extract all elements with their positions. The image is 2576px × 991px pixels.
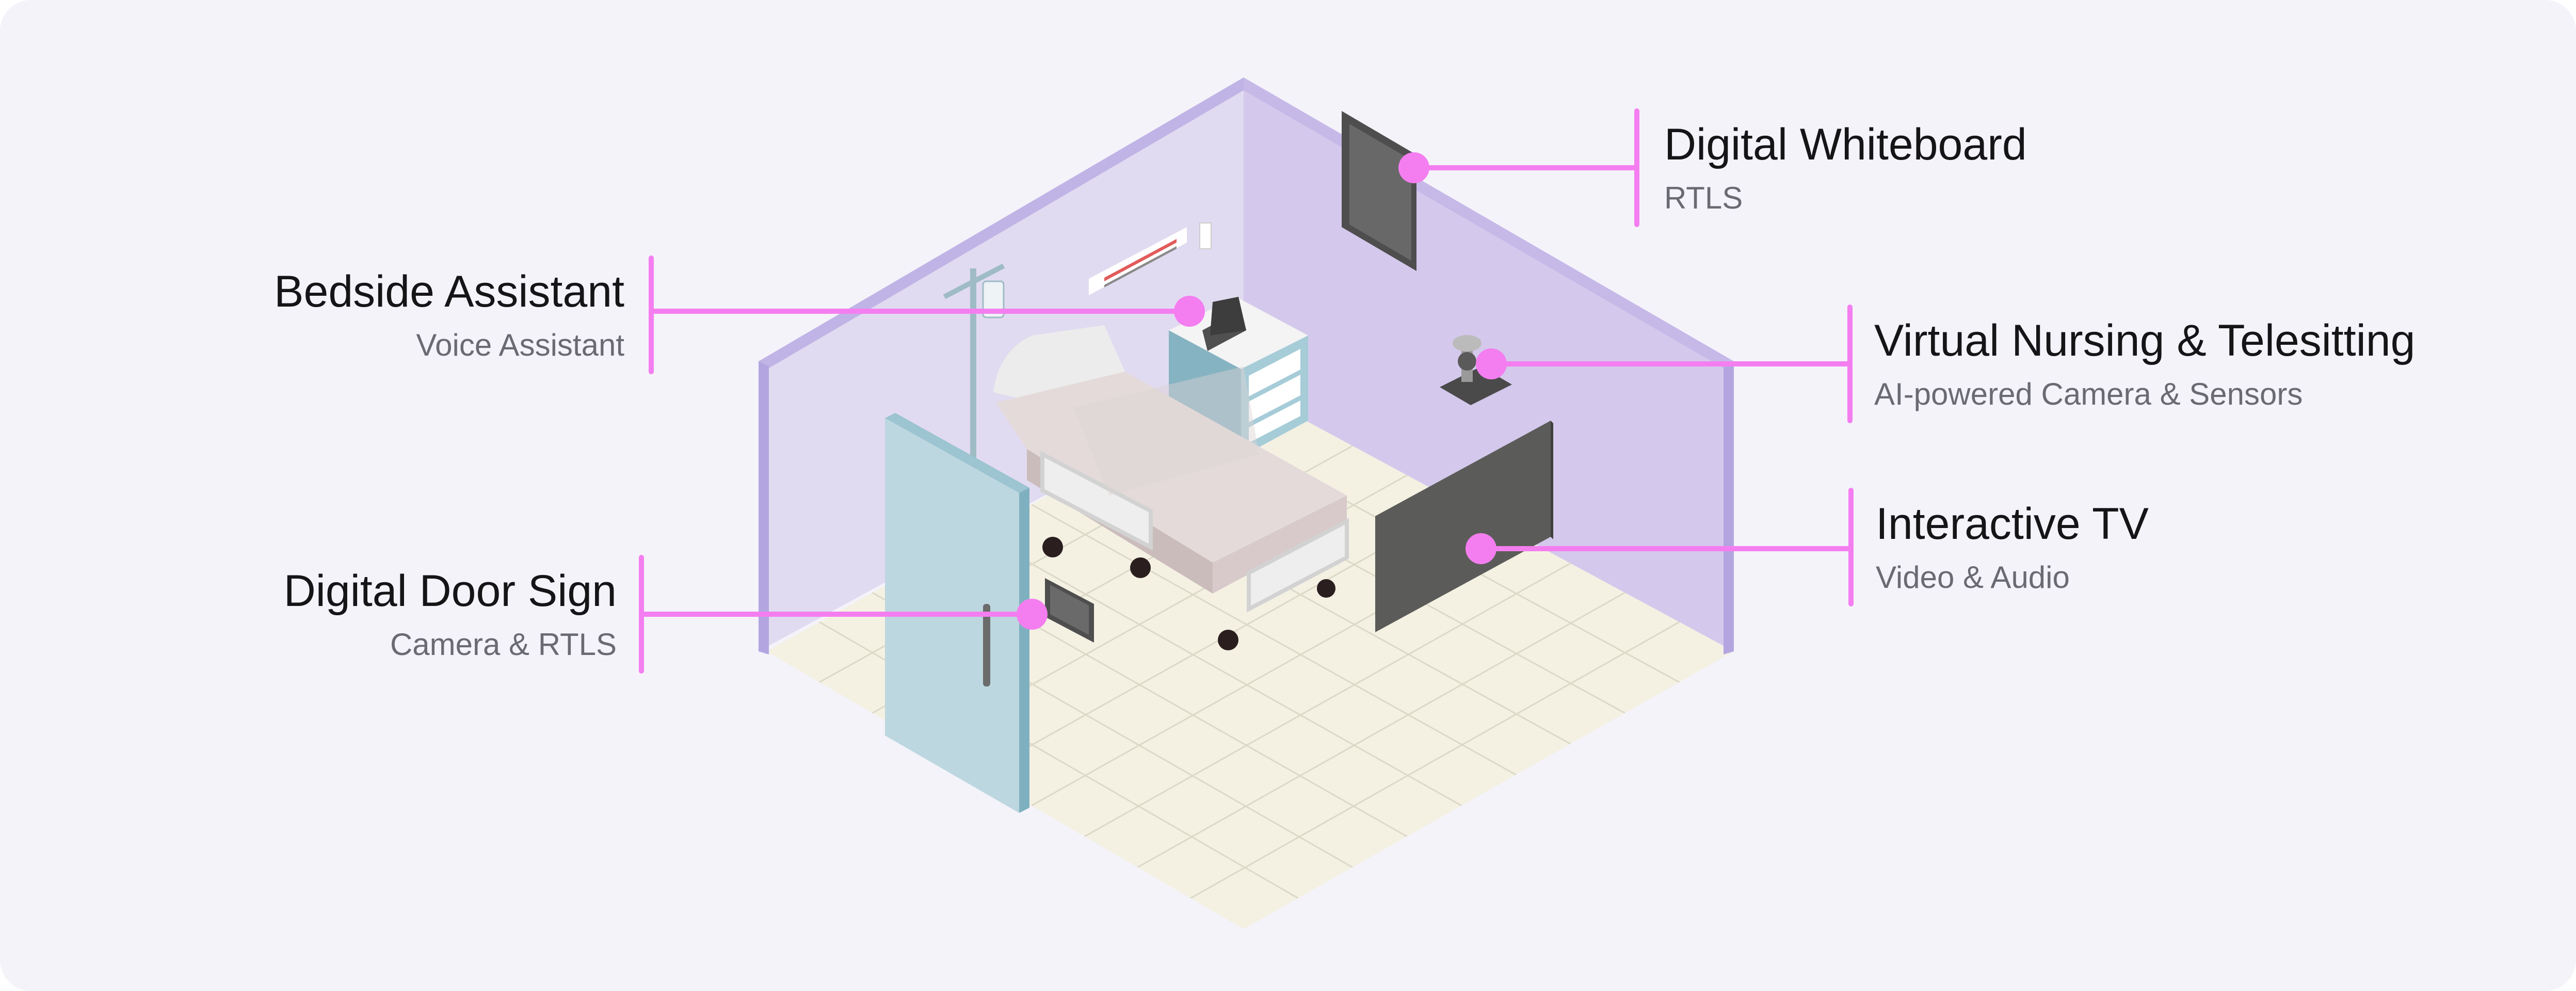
room-left-wall — [759, 77, 1244, 654]
callout-title: Bedside Assistant — [274, 267, 624, 316]
callout-digital-whiteboard: Digital Whiteboard RTLS — [1664, 119, 2438, 219]
callout-subtitle: Voice Assistant — [416, 328, 624, 362]
interactive-tv-device — [1375, 421, 1553, 632]
whiteboard-device — [1342, 111, 1416, 271]
iv-pole — [943, 263, 1005, 465]
callout-title: Digital Whiteboard — [1664, 120, 2027, 169]
floor-grid-line — [978, 533, 1462, 807]
callout-subtitle: Video & Audio — [1876, 560, 2070, 595]
callout-subtitle: RTLS — [1664, 181, 1743, 215]
callout-lines — [639, 108, 1854, 674]
callout-dots — [1017, 152, 1507, 630]
hospital-bed — [993, 325, 1349, 650]
floor-grid-line — [1084, 563, 1571, 837]
floor-grid-line — [1190, 621, 1680, 899]
callout-title: Interactive TV — [1876, 499, 2149, 549]
floor-grid-line — [1137, 592, 1625, 868]
callout-digital-door-sign: Digital Door Sign Camera & RTLS — [0, 565, 617, 665]
floor-grid-line — [1031, 504, 1517, 776]
callout-title: Digital Door Sign — [283, 566, 617, 616]
headwall-panel — [1089, 222, 1212, 295]
callout-subtitle: Camera & RTLS — [390, 627, 617, 662]
callout-interactive-tv: Interactive TV Video & Audio — [1876, 498, 2576, 598]
callout-bedside-assistant: Bedside Assistant Voice Assistant — [0, 266, 624, 366]
callout-title: Virtual Nursing & Telesitting — [1874, 316, 2416, 365]
callout-subtitle: AI-powered Camera & Sensors — [1874, 377, 2303, 411]
callout-virtual-nursing: Virtual Nursing & Telesitting AI-powered… — [1874, 315, 2576, 415]
door-sign-device — [1045, 578, 1094, 643]
bedside-tablet — [1202, 297, 1246, 351]
